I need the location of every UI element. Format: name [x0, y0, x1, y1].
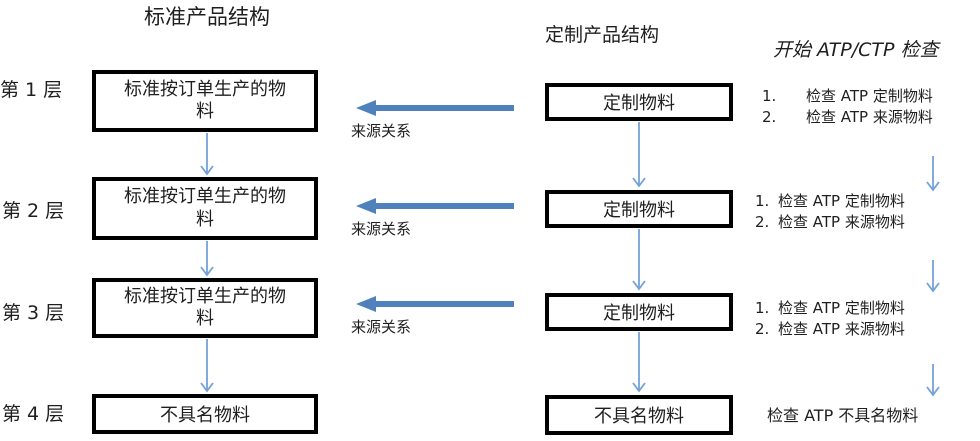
level-3-label: 第 3 层 — [2, 302, 65, 324]
atp-step-text: 检查 ATP 来源物料 — [778, 320, 905, 338]
atp-step-number: 1. — [762, 87, 777, 105]
source-relation-label-1: 来源关系 — [351, 122, 412, 140]
standard-material-box-level-4: 不具名物料 — [92, 394, 318, 434]
custom-down-arrow-3-icon — [631, 332, 647, 393]
standard-down-arrow-1-icon — [199, 133, 215, 176]
atp-step-number: 1. — [755, 299, 770, 317]
custom-material-text: 定制物料 — [603, 303, 675, 324]
standard-down-arrow-2-icon — [199, 241, 215, 277]
level-4-label: 第 4 层 — [2, 403, 65, 425]
atp-final-check-text: 检查 ATP 不具名物料 — [767, 406, 919, 425]
atp-step: 1. 检查 ATP 定制物料 — [755, 298, 905, 319]
atp-down-arrow-2-icon — [925, 260, 941, 293]
source-relation-label-3: 来源关系 — [351, 318, 412, 336]
custom-material-text: 定制物料 — [603, 200, 675, 221]
level-1-label: 第 1 层 — [0, 79, 63, 101]
standard-material-text: 标准按订单生产的物料 — [124, 186, 286, 230]
custom-down-arrow-2-icon — [631, 229, 647, 291]
atp-check-heading: 开始 ATP/CTP 检查 — [773, 39, 939, 61]
atp-down-arrow-3-icon — [925, 364, 941, 397]
custom-down-arrow-1-icon — [631, 122, 647, 188]
atp-step-number: 2. — [755, 213, 770, 231]
atp-step-text: 检查 ATP 定制物料 — [806, 87, 933, 105]
atp-step: 2. 检查 ATP 来源物料 — [762, 107, 933, 128]
atp-steps-level-3: 1. 检查 ATP 定制物料 2. 检查 ATP 来源物料 — [755, 298, 905, 340]
atp-step: 1. 检查 ATP 定制物料 — [762, 86, 933, 107]
custom-material-box-level-1: 定制物料 — [545, 83, 733, 121]
atp-step: 1. 检查 ATP 定制物料 — [755, 191, 905, 212]
source-relation-label-2: 来源关系 — [351, 220, 412, 238]
atp-step-text: 检查 ATP 定制物料 — [778, 192, 905, 210]
atp-down-arrow-1-icon — [925, 156, 941, 192]
atp-step-text: 检查 ATP 来源物料 — [806, 108, 933, 126]
atp-step-number: 2. — [762, 108, 777, 126]
atp-step-text: 检查 ATP 定制物料 — [778, 299, 905, 317]
custom-material-text: 定制物料 — [603, 93, 675, 114]
custom-material-box-level-4: 不具名物料 — [545, 395, 733, 435]
source-relation-arrow-1-icon — [355, 99, 515, 117]
atp-step: 2. 检查 ATP 来源物料 — [755, 319, 905, 340]
standard-material-box-level-1: 标准按订单生产的物料 — [92, 70, 318, 132]
source-relation-arrow-2-icon — [355, 197, 515, 215]
standard-down-arrow-3-icon — [199, 339, 215, 393]
custom-material-text: 不具名物料 — [594, 406, 684, 427]
standard-material-text: 不具名物料 — [160, 405, 250, 426]
atp-steps-level-1: 1. 检查 ATP 定制物料 2. 检查 ATP 来源物料 — [762, 86, 933, 128]
standard-material-text: 标准按订单生产的物料 — [124, 285, 286, 330]
atp-step-number: 1. — [755, 192, 770, 210]
standard-material-box-level-3: 标准按订单生产的物料 — [92, 278, 318, 338]
standard-material-text: 标准按订单生产的物料 — [124, 78, 286, 123]
source-relation-arrow-3-icon — [355, 295, 515, 313]
atp-step-number: 2. — [755, 320, 770, 338]
atp-step: 2. 检查 ATP 来源物料 — [755, 212, 905, 233]
standard-material-box-level-2: 标准按订单生产的物料 — [92, 177, 318, 240]
atp-step-text: 检查 ATP 来源物料 — [778, 213, 905, 231]
custom-material-box-level-3: 定制物料 — [545, 293, 733, 331]
column-title-standard: 标准产品结构 — [144, 5, 270, 29]
column-title-custom: 定制产品结构 — [545, 24, 660, 46]
custom-material-box-level-2: 定制物料 — [545, 190, 733, 228]
atp-steps-level-2: 1. 检查 ATP 定制物料 2. 检查 ATP 来源物料 — [755, 191, 905, 233]
level-2-label: 第 2 层 — [2, 200, 65, 222]
